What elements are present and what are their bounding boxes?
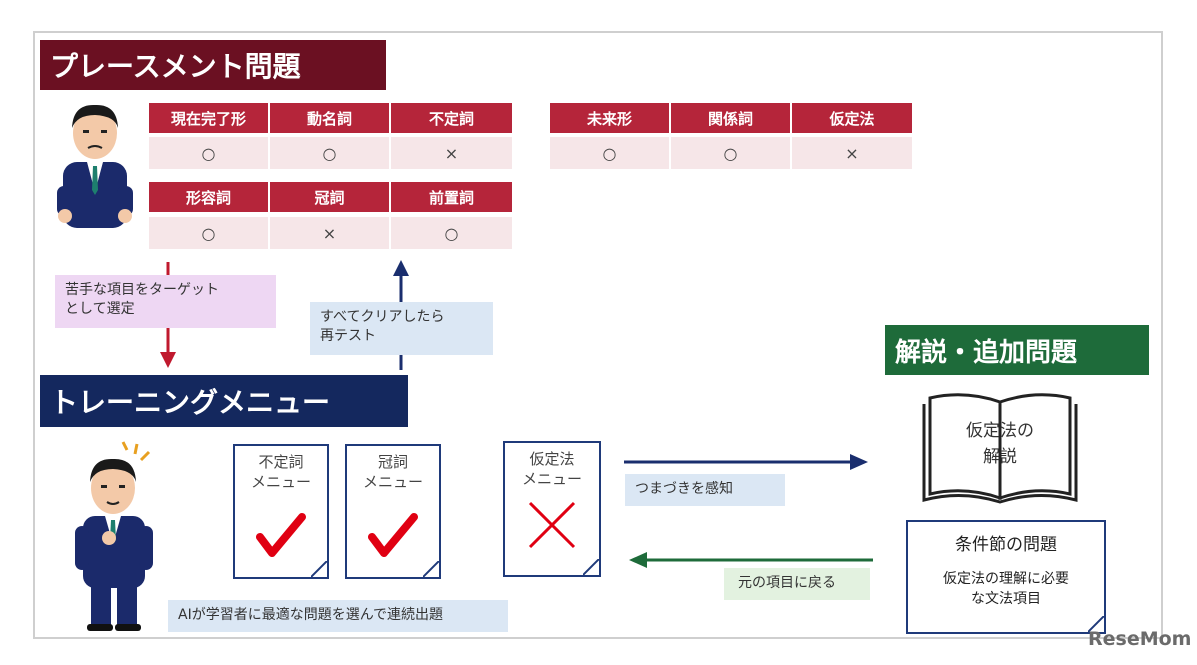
check-mark-icon <box>368 513 418 557</box>
page-fold-icon <box>1088 616 1104 632</box>
book-line1: 仮定法の <box>966 421 1034 441</box>
explanation-title: 解説・追加問題 <box>895 337 1078 368</box>
table-cell: ○ <box>391 217 512 249</box>
card-line1: 冠詞 <box>377 453 408 471</box>
target-note-line2: として選定 <box>65 301 135 317</box>
placement-banner: プレースメント問題 <box>40 40 386 90</box>
student-figure-bottom <box>75 441 153 631</box>
teacher-figure-top <box>57 104 133 228</box>
card-line2: メニュー <box>362 473 423 491</box>
explanation-book: 仮定法の 解説 <box>920 390 1080 505</box>
retest-note-line2: 再テスト <box>320 328 376 344</box>
page-fold-icon <box>311 561 327 577</box>
table-header: 冠詞 <box>270 182 389 212</box>
target-note: 苦手な項目をターゲット として選定 <box>55 275 276 328</box>
target-note-line1: 苦手な項目をターゲット <box>65 282 219 298</box>
training-banner: トレーニングメニュー <box>40 375 408 427</box>
placement-title: プレースメント問題 <box>50 50 301 83</box>
doc-title: 条件節の問題 <box>955 535 1057 555</box>
table-cell: ○ <box>550 137 669 169</box>
training-card-article: 冠詞 メニュー <box>345 444 441 579</box>
table-cell: × <box>792 137 912 169</box>
book-text: 仮定法の 解説 <box>920 418 1080 470</box>
return-text: 元の項目に戻る <box>738 575 836 591</box>
open-book-icon <box>922 393 1078 504</box>
table-cell: × <box>270 217 389 249</box>
conditional-clause-doc: 条件節の問題 仮定法の理解に必要 な文法項目 <box>906 520 1106 634</box>
table-header: 形容詞 <box>149 182 268 212</box>
return-note: 元の項目に戻る <box>724 568 870 600</box>
table-header: 動名詞 <box>270 103 389 133</box>
training-card-infinitive: 不定詞 メニュー <box>233 444 329 579</box>
table-cell: ○ <box>149 137 268 169</box>
resemom-logo: ReseMom <box>1088 628 1191 650</box>
training-card-subjunctive: 仮定法 メニュー <box>503 441 601 577</box>
arrow-left-green <box>629 552 873 568</box>
stumble-note: つまづきを感知 <box>625 474 785 506</box>
table-header: 仮定法 <box>792 103 912 133</box>
table-cell: × <box>391 137 512 169</box>
stumble-text: つまづきを感知 <box>635 481 733 497</box>
table-header: 不定詞 <box>391 103 512 133</box>
doc-line1: 仮定法の理解に必要 <box>943 571 1069 587</box>
card-line2: メニュー <box>250 473 311 491</box>
page-fold-icon <box>583 559 599 575</box>
table-header: 未来形 <box>550 103 669 133</box>
ai-select-text: AIが学習者に最適な問題を選んで連続出題 <box>178 607 444 623</box>
cross-mark-icon <box>528 501 576 549</box>
arrow-right-navy <box>624 454 868 470</box>
table-header: 現在完了形 <box>149 103 268 133</box>
page-fold-icon <box>423 561 439 577</box>
check-mark-icon <box>256 513 306 557</box>
card-line2: メニュー <box>521 470 582 488</box>
logo-text: ReseMom <box>1088 628 1192 650</box>
table-header: 前置詞 <box>391 182 512 212</box>
table-cell: ○ <box>671 137 790 169</box>
retest-note-line1: すべてクリアしたら <box>320 309 445 325</box>
explanation-banner: 解説・追加問題 <box>885 325 1149 375</box>
doc-line2: な文法項目 <box>971 591 1041 607</box>
book-line2: 解説 <box>983 447 1017 467</box>
card-line1: 仮定法 <box>529 450 575 468</box>
table-cell: ○ <box>149 217 268 249</box>
ai-select-note: AIが学習者に最適な問題を選んで連続出題 <box>168 600 508 632</box>
training-title: トレーニングメニュー <box>50 386 331 419</box>
table-header: 関係詞 <box>671 103 790 133</box>
card-line1: 不定詞 <box>258 453 304 471</box>
retest-note: すべてクリアしたら 再テスト <box>310 302 493 355</box>
table-cell: ○ <box>270 137 389 169</box>
